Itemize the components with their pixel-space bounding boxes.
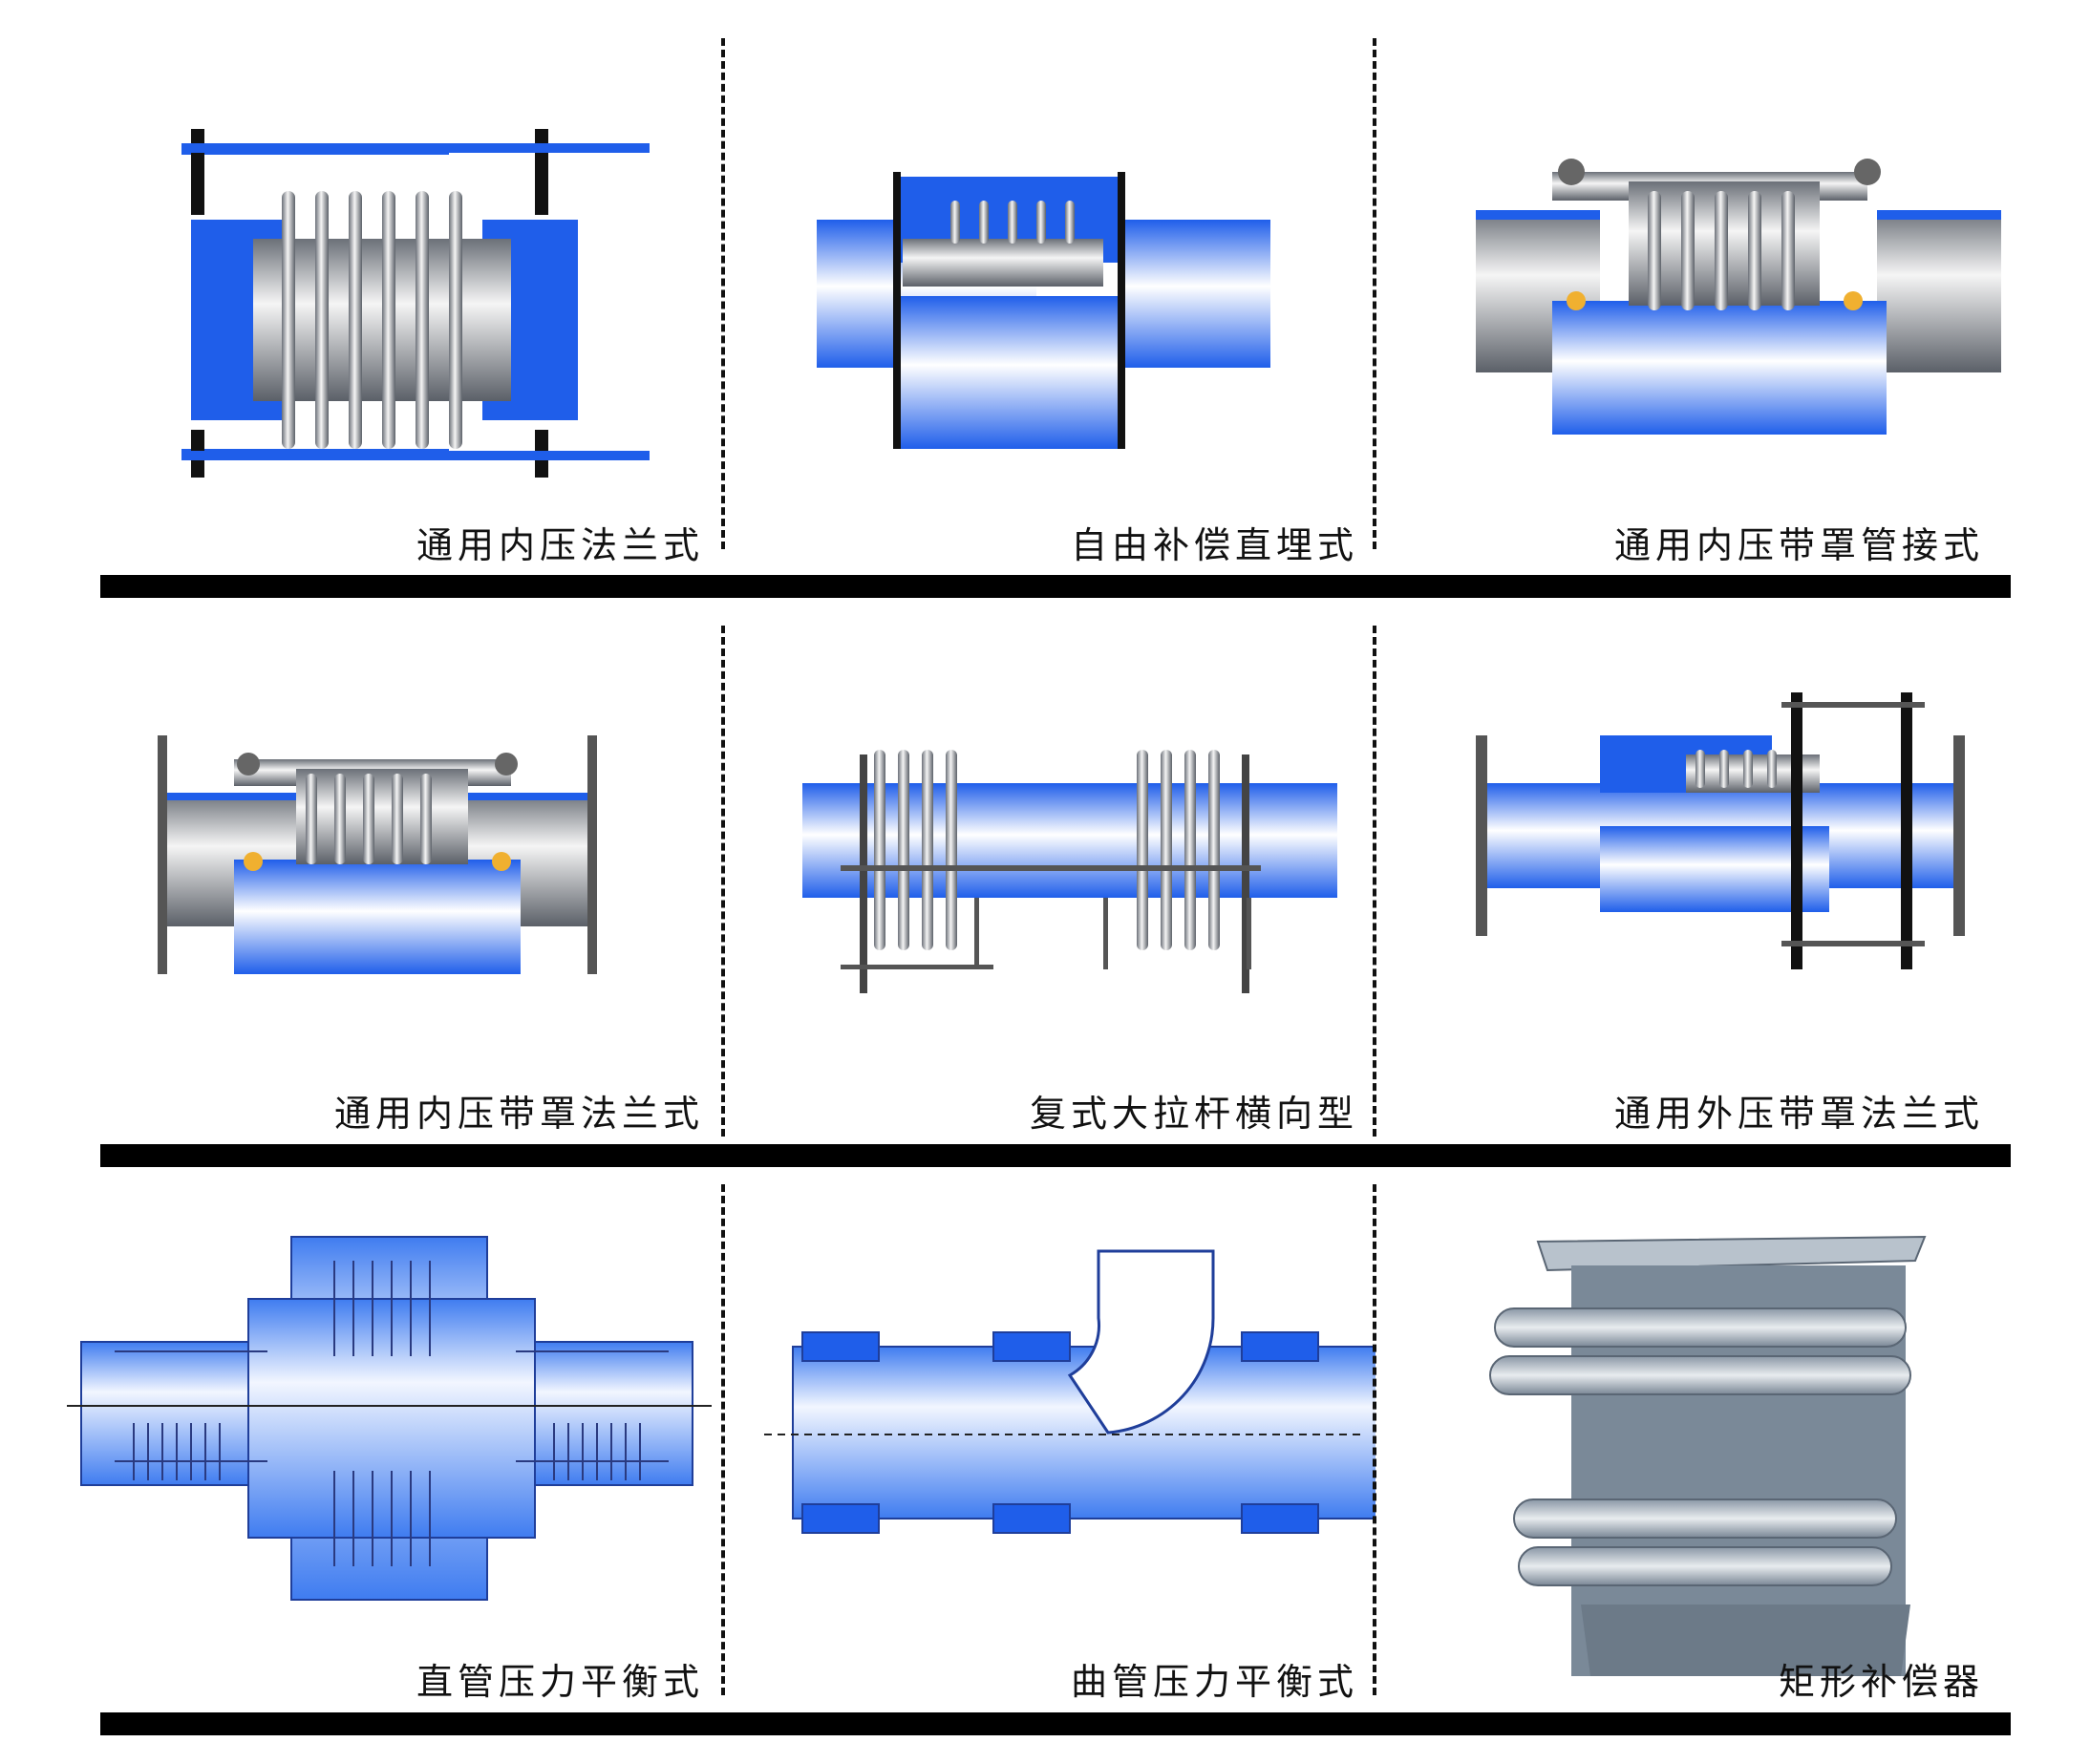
product-label: 通用外压带罩法兰式 [1613, 1093, 1984, 1135]
product-label: 直管压力平衡式 [416, 1661, 704, 1703]
direct-buried-compensator-icon [817, 172, 1270, 449]
product-label: 曲管压力平衡式 [1070, 1661, 1358, 1703]
column-divider [1373, 1184, 1376, 1695]
product-label: 通用内压带罩管接式 [1613, 524, 1984, 566]
column-divider [1373, 626, 1376, 1137]
elbow-pressure-balanced-icon [764, 1249, 1376, 1534]
covered-pipe-joint-icon [1476, 159, 2001, 435]
product-cell-9[interactable]: 矩形补偿器 [1380, 1184, 2001, 1719]
product-cell-5[interactable]: 复式大拉杆横向型 [726, 611, 1376, 1146]
column-divider [721, 626, 725, 1137]
product-cell-6[interactable]: 通用外压带罩法兰式 [1380, 611, 2001, 1146]
product-cell-3[interactable]: 通用内压带罩管接式 [1380, 38, 2001, 573]
product-cell-4[interactable]: 通用内压带罩法兰式 [100, 611, 721, 1146]
product-cell-7[interactable]: 直管压力平衡式 [57, 1184, 721, 1719]
row-separator [100, 575, 2011, 598]
product-label: 通用内压法兰式 [416, 524, 704, 566]
covered-flanged-icon [158, 735, 597, 974]
product-label: 复式大拉杆横向型 [1029, 1093, 1358, 1135]
column-divider [721, 38, 725, 549]
flanged-bellows-icon [181, 129, 650, 478]
column-divider [721, 1184, 725, 1695]
column-divider [1373, 38, 1376, 549]
double-tie-rod-lateral-icon [802, 750, 1337, 993]
product-cell-8[interactable]: 曲管压力平衡式 [726, 1184, 1376, 1719]
product-label: 矩形补偿器 [1778, 1661, 1984, 1703]
row-separator [100, 1712, 2011, 1735]
product-cell-2[interactable]: 自由补偿直埋式 [726, 38, 1376, 573]
external-pressure-covered-icon [1476, 692, 1965, 969]
straight-pressure-balanced-icon [67, 1236, 712, 1601]
rectangular-compensator-icon [1489, 1235, 1927, 1676]
product-label: 通用内压带罩法兰式 [333, 1093, 704, 1135]
product-label: 自由补偿直埋式 [1070, 524, 1358, 566]
product-cell-1[interactable]: 通用内压法兰式 [100, 38, 721, 573]
row-separator [100, 1144, 2011, 1167]
